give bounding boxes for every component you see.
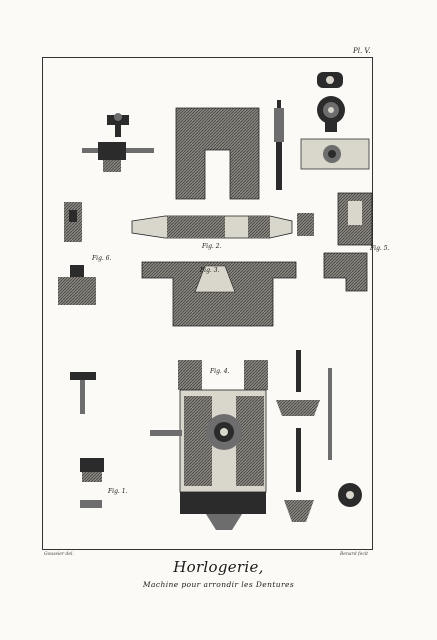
part-wheel-top-right [317,96,345,132]
part-l-bracket [323,252,368,292]
part-fig6-lower [58,265,96,305]
plate-number: Pl. V. [353,47,371,55]
fig5-label-right: Fig. 5. [369,245,390,252]
part-long-spindle [284,428,314,522]
plate-border [42,57,373,550]
part-long-bar [131,215,293,239]
part-plate-with-cup [300,138,370,170]
part-nut-top-right [317,72,343,88]
plate-subtitle: Machine pour arrondir les Dentures [142,580,295,589]
part-rod [328,368,332,460]
part-fig5-left [80,458,104,508]
part-main-machine-fig4 [150,360,268,530]
part-channel-fig3 [141,261,297,327]
part-arbor-horizontal [82,142,154,172]
part-spindle-left [70,372,96,414]
part-u-frame-block [175,107,260,200]
fig1-label: Fig. 1. [107,488,128,495]
part-screw-top-left [107,113,129,137]
part-fig6-upper [64,202,82,242]
part-disk [338,483,362,507]
fig3-label: Fig. 3. [199,267,220,274]
fig4-label: Fig. 4. [209,368,230,375]
fig2-label: Fig. 2. [201,243,222,250]
part-bracket-right [337,192,373,246]
part-small-block [297,213,314,236]
part-vertical-screw [274,100,284,190]
part-fan-key [276,350,320,416]
plate-title: Horlogerie, [173,558,264,576]
fig6-label: Fig. 6. [91,255,112,262]
signature-right: Benard fecit [340,552,369,557]
signature-left: Goussier del. [44,552,74,557]
